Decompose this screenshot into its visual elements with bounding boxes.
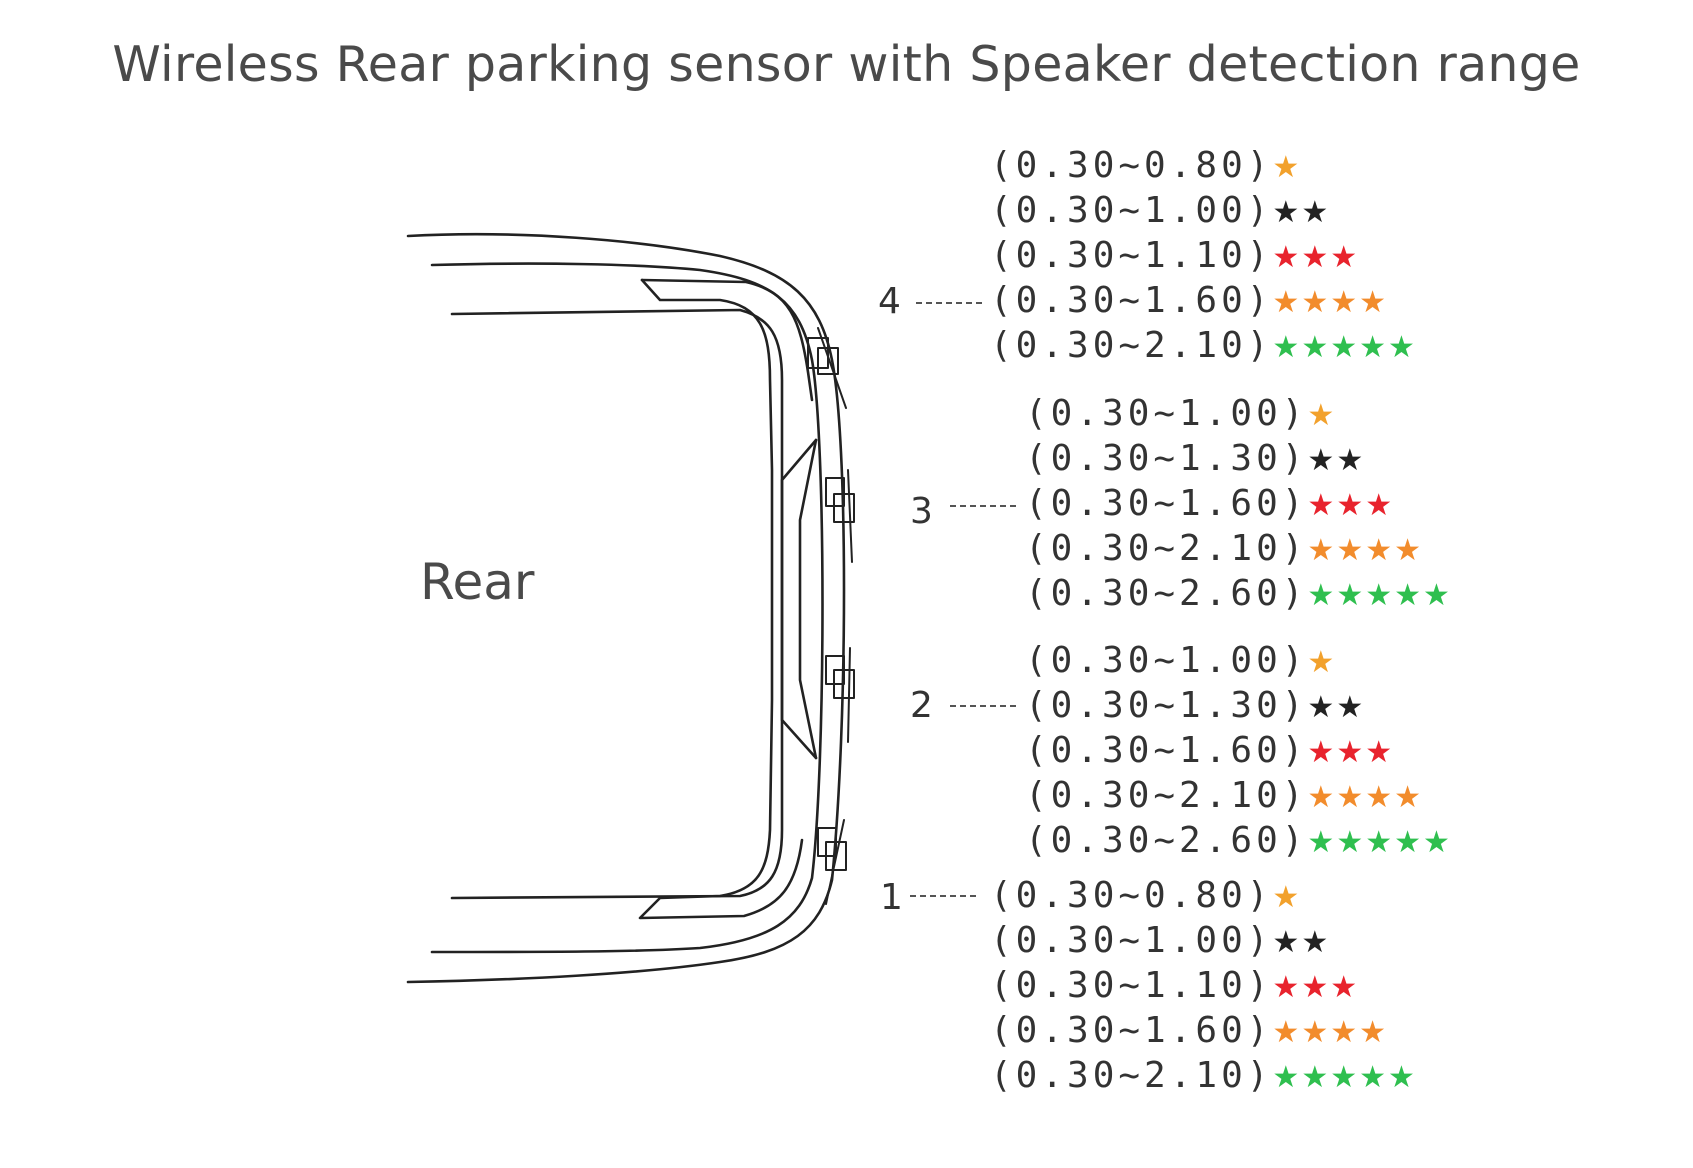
bumper-top-line	[430, 262, 824, 954]
car-rear-label: Rear	[420, 553, 535, 611]
range-row: (0.30~1.60)★★★	[1025, 728, 1452, 773]
sensor-1-icon	[817, 819, 847, 905]
range-text: (0.30~1.00)	[990, 190, 1273, 231]
range-row: (0.30~2.60)★★★★★	[1025, 818, 1452, 863]
range-text: (0.30~1.60)	[1025, 483, 1308, 524]
range-row: (0.30~2.10)★★★★★	[990, 1053, 1417, 1098]
star-rating: ★★	[1272, 195, 1331, 230]
range-text: (0.30~0.80)	[990, 145, 1273, 186]
sensor-1-range-list: (0.30~0.80)★ (0.30~1.00)★★ (0.30~1.10)★★…	[990, 873, 1417, 1098]
range-text: (0.30~2.10)	[1025, 775, 1308, 816]
range-row: (0.30~0.80)★	[990, 873, 1417, 918]
range-text: (0.30~2.60)	[1025, 820, 1308, 861]
sensor-4-leader	[916, 302, 982, 304]
range-row: (0.30~1.00)★	[1025, 638, 1452, 683]
range-text: (0.30~1.10)	[990, 965, 1273, 1006]
sensor-4-icon	[807, 327, 847, 409]
range-text: (0.30~2.60)	[1025, 573, 1308, 614]
range-row: (0.30~1.60)★★★	[1025, 481, 1452, 526]
range-text: (0.30~1.60)	[1025, 730, 1308, 771]
range-text: (0.30~2.10)	[990, 325, 1273, 366]
sensor-3-icon	[825, 469, 855, 563]
star-rating: ★★★★★	[1307, 578, 1452, 613]
range-text: (0.30~1.30)	[1025, 438, 1308, 479]
star-rating: ★★★★	[1307, 533, 1423, 568]
range-row: (0.30~2.60)★★★★★	[1025, 571, 1452, 616]
diagram-title: Wireless Rear parking sensor with Speake…	[112, 36, 1581, 93]
star-rating: ★★★★★	[1307, 825, 1452, 860]
sensor-1-leader	[910, 895, 976, 897]
range-row: (0.30~2.10)★★★★	[1025, 526, 1452, 571]
range-text: (0.30~1.00)	[990, 920, 1273, 961]
range-row: (0.30~1.30)★★	[1025, 436, 1452, 481]
sensor-1-number: 1	[880, 877, 903, 918]
sensor-3-number: 3	[910, 491, 933, 532]
range-row: (0.30~1.30)★★	[1025, 683, 1452, 728]
star-rating: ★★★★	[1307, 780, 1423, 815]
sensor-2-range-list: (0.30~1.00)★ (0.30~1.30)★★ (0.30~1.60)★★…	[1025, 638, 1452, 863]
star-rating: ★★	[1307, 443, 1366, 478]
range-row: (0.30~1.60)★★★★	[990, 278, 1417, 323]
range-row: (0.30~1.60)★★★★	[990, 1008, 1417, 1053]
star-rating: ★★★	[1307, 488, 1395, 523]
star-rating: ★	[1272, 880, 1302, 915]
star-rating: ★★★★★	[1272, 330, 1417, 365]
range-text: (0.30~1.00)	[1025, 640, 1308, 681]
star-rating: ★★★★	[1272, 1015, 1388, 1050]
star-rating: ★★★★	[1272, 285, 1388, 320]
range-row: (0.30~2.10)★★★★	[1025, 773, 1452, 818]
star-rating: ★	[1307, 398, 1337, 433]
star-rating: ★★	[1307, 690, 1366, 725]
range-row: (0.30~1.00)★	[1025, 391, 1452, 436]
trim-strip	[640, 278, 814, 402]
sensor-2-number: 2	[910, 685, 933, 726]
star-rating: ★	[1272, 150, 1302, 185]
sensor-3-leader	[950, 505, 1016, 507]
range-text: (0.30~1.00)	[1025, 393, 1308, 434]
star-rating: ★★	[1272, 925, 1331, 960]
range-row: (0.30~1.00)★★	[990, 918, 1417, 963]
star-rating: ★★★	[1307, 735, 1395, 770]
range-row: (0.30~1.10)★★★	[990, 233, 1417, 278]
range-text: (0.30~1.60)	[990, 280, 1273, 321]
range-text: (0.30~2.10)	[990, 1055, 1273, 1096]
range-row: (0.30~1.00)★★	[990, 188, 1417, 233]
sensor-2-leader	[950, 705, 1016, 707]
plate-recess	[780, 438, 818, 760]
range-text: (0.30~1.60)	[990, 1010, 1273, 1051]
range-row: (0.30~1.10)★★★	[990, 963, 1417, 1008]
range-text: (0.30~1.30)	[1025, 685, 1308, 726]
sensor-2-icon	[825, 647, 855, 743]
star-rating: ★	[1307, 645, 1337, 680]
star-rating: ★★★	[1272, 240, 1360, 275]
outer-body-line	[406, 232, 846, 984]
star-rating: ★★★★★	[1272, 1060, 1417, 1095]
range-text: (0.30~0.80)	[990, 875, 1273, 916]
range-text: (0.30~1.10)	[990, 235, 1273, 276]
range-text: (0.30~2.10)	[1025, 528, 1308, 569]
sensor-4-number: 4	[878, 281, 901, 322]
star-rating: ★★★	[1272, 970, 1360, 1005]
sensor-3-range-list: (0.30~1.00)★ (0.30~1.30)★★ (0.30~1.60)★★…	[1025, 391, 1452, 616]
sensor-4-range-list: (0.30~0.80)★ (0.30~1.00)★★ (0.30~1.10)★★…	[990, 143, 1417, 368]
range-row: (0.30~2.10)★★★★★	[990, 323, 1417, 368]
range-row: (0.30~0.80)★	[990, 143, 1417, 188]
